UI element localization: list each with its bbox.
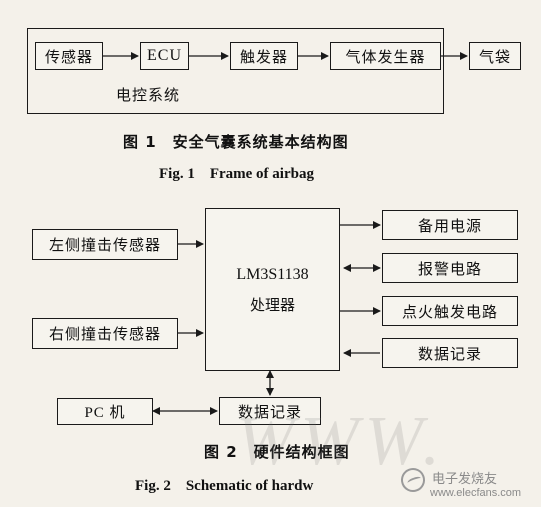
data-record-bottom-box: 数据记录 [219, 397, 321, 425]
airbag-box: 气袋 [469, 42, 521, 70]
backup-power-label: 备用电源 [417, 216, 482, 235]
watermark-site-url: www.elecfans.com [430, 487, 522, 499]
trigger-box: 触发器 [230, 42, 298, 70]
data-record-bottom-label: 数据记录 [237, 402, 302, 421]
ignition-circuit-box: 点火触发电路 [382, 296, 518, 326]
fig1-caption-en: Fig. 1 Frame of airbag [159, 166, 314, 182]
cpu-box: LM3S1138 处理器 [205, 208, 340, 371]
alarm-circuit-box: 报警电路 [382, 253, 518, 283]
cpu-processor-label: 处理器 [249, 295, 295, 314]
right-sensor-box: 右侧撞击传感器 [32, 318, 178, 349]
pc-label: PC 机 [84, 405, 126, 421]
backup-power-box: 备用电源 [382, 210, 518, 240]
watermark-site-cn: 电子发烧友 [432, 472, 498, 487]
gas-generator-label: 气体发生器 [345, 47, 426, 66]
ecu-box: ECU [140, 42, 189, 70]
ecu-label: ECU [147, 47, 182, 64]
cpu-model-label: LM3S1138 [236, 265, 309, 283]
right-sensor-label: 右侧撞击传感器 [48, 325, 161, 343]
pc-box: PC 机 [57, 398, 153, 425]
sensor-label: 传感器 [44, 47, 93, 66]
ecs-frame [27, 28, 444, 114]
left-sensor-label: 左侧撞击传感器 [48, 236, 161, 254]
left-sensor-box: 左侧撞击传感器 [32, 229, 178, 260]
data-record-right-box: 数据记录 [382, 338, 518, 368]
sensor-box: 传感器 [35, 42, 103, 70]
fig2-caption-cn: 图 2 硬件结构框图 [204, 443, 350, 461]
ignition-circuit-label: 点火触发电路 [401, 302, 498, 321]
trigger-label: 触发器 [239, 47, 288, 66]
watermark-background-graphic: WWW. [236, 403, 447, 480]
data-record-right-label: 数据记录 [417, 344, 482, 363]
gas-generator-box: 气体发生器 [330, 42, 441, 70]
fig1-caption-cn: 图 1 安全气囊系统基本结构图 [123, 133, 349, 151]
ecs-label: 电控系统 [116, 86, 181, 104]
airbag-label: 气袋 [478, 47, 511, 66]
fig2-caption-en: Fig. 2 Schematic of hardw [135, 478, 314, 494]
alarm-circuit-label: 报警电路 [417, 259, 482, 278]
